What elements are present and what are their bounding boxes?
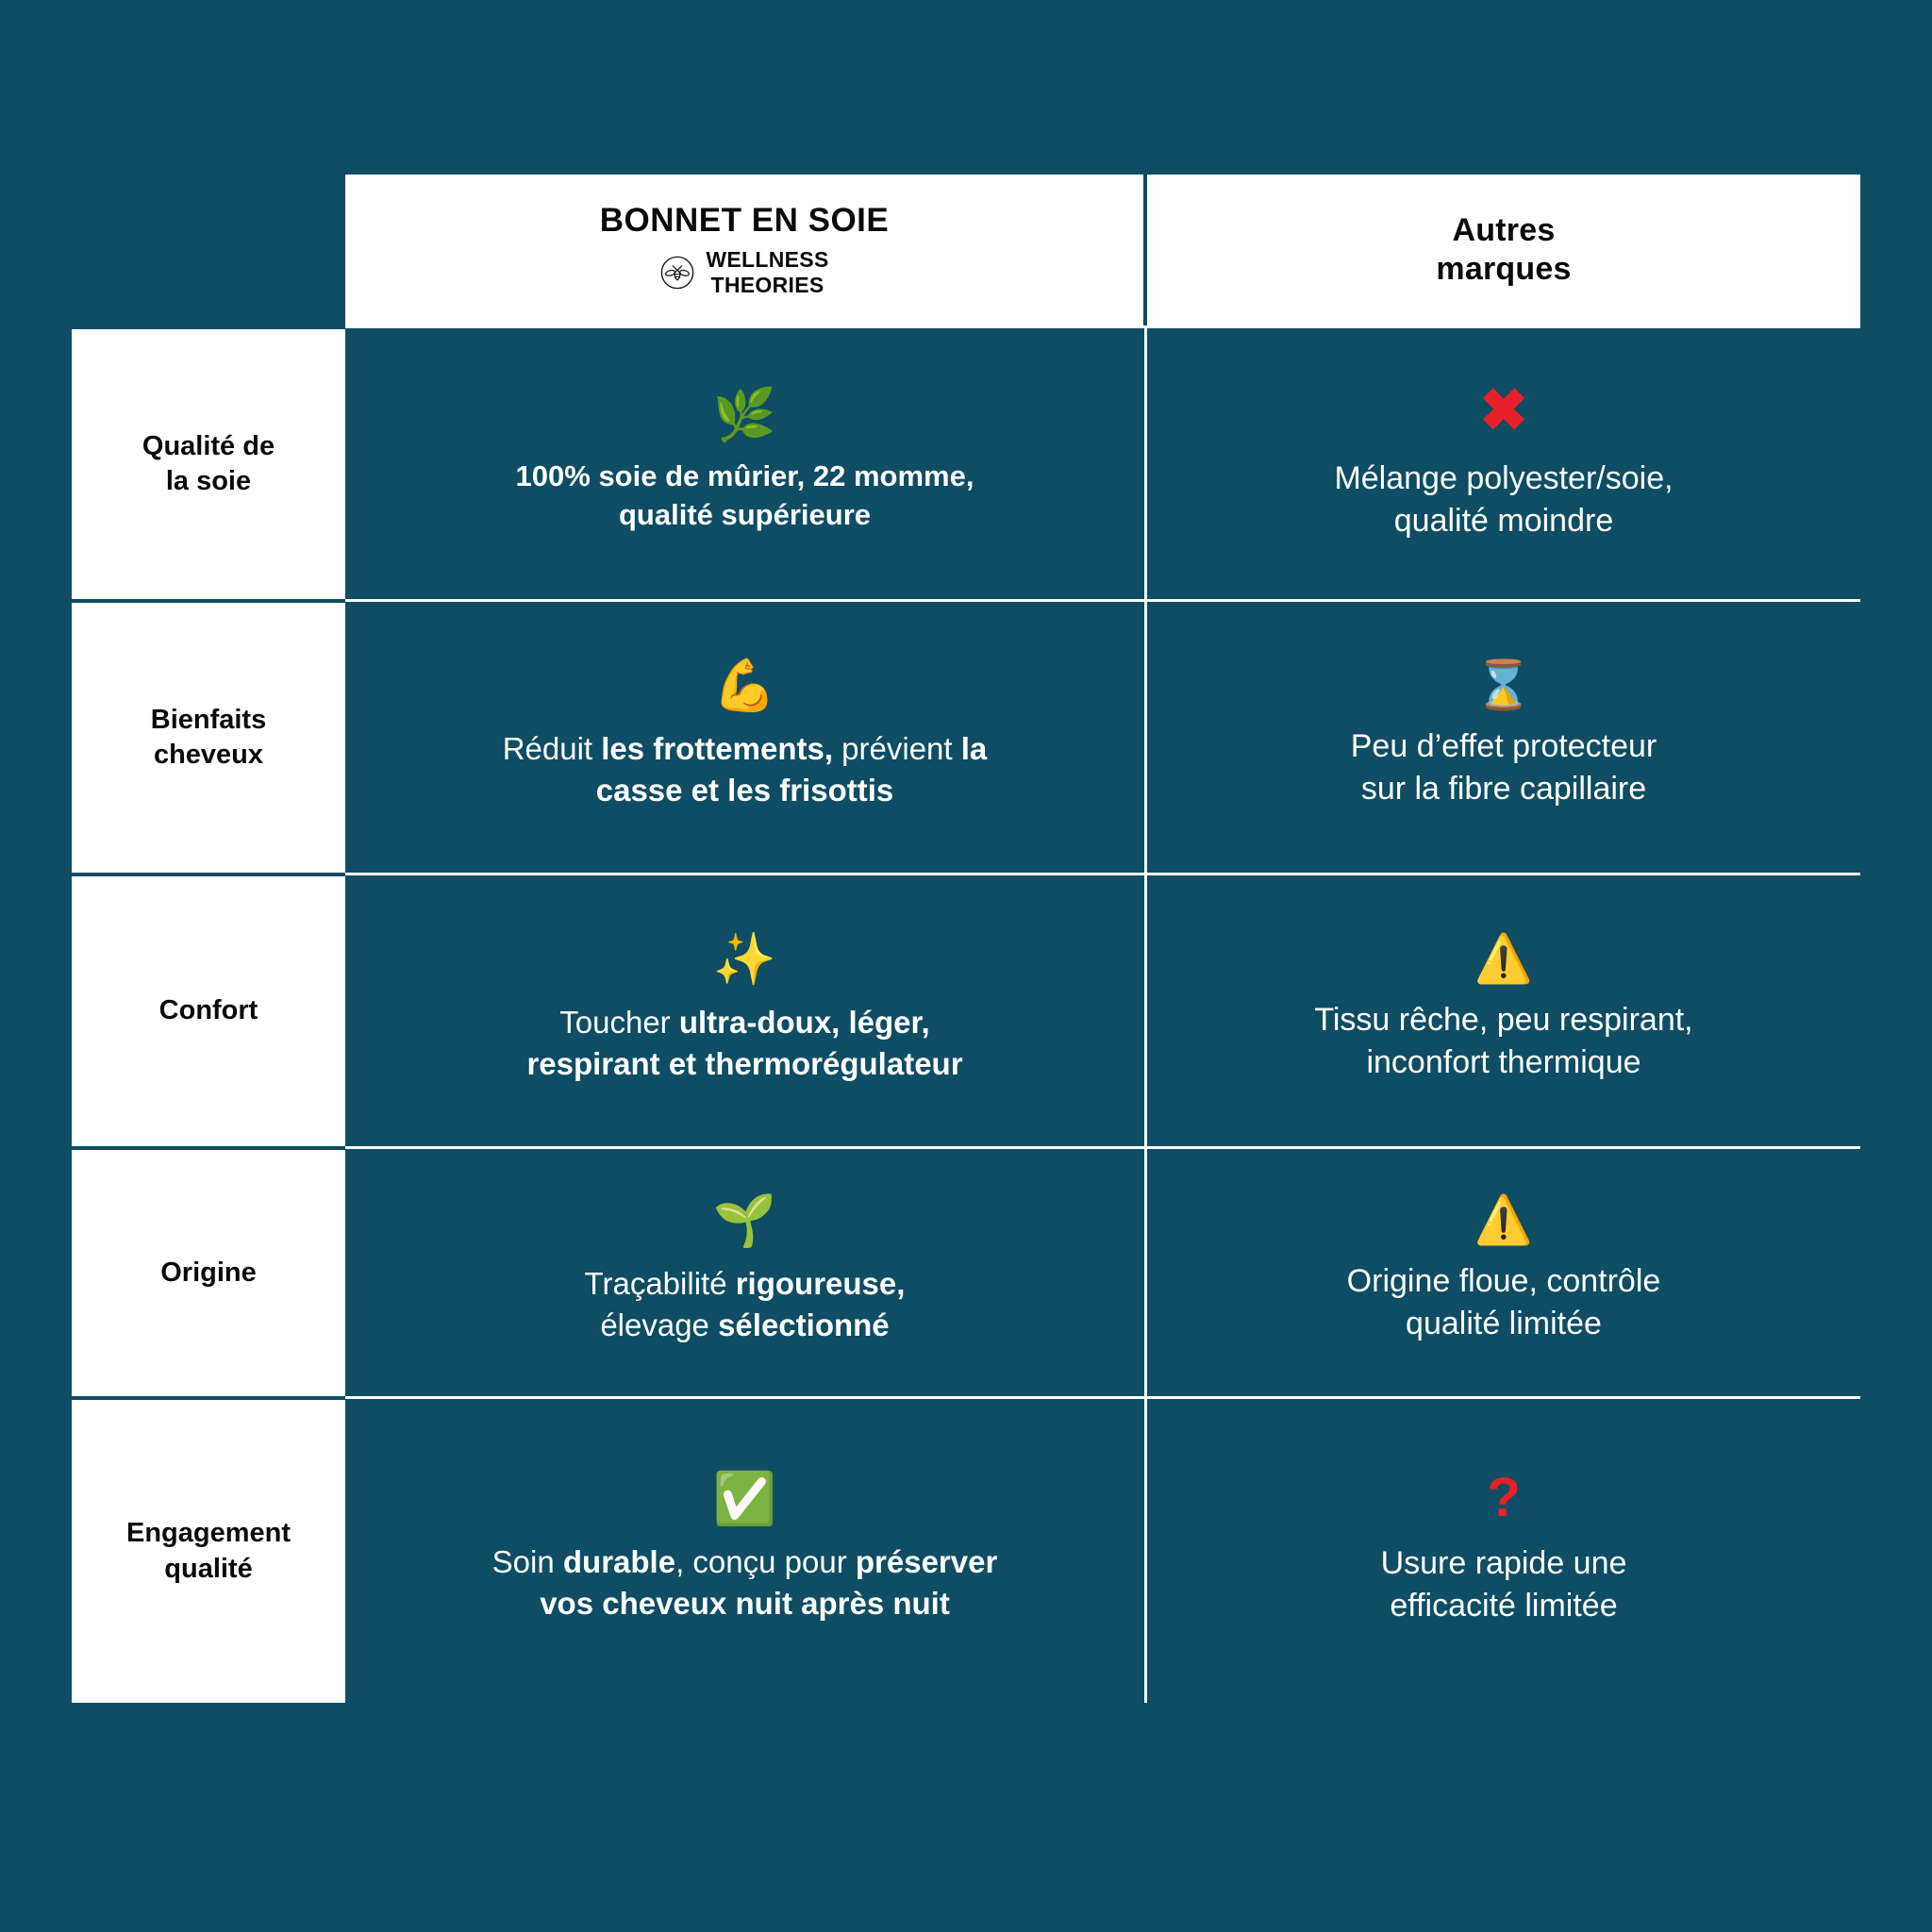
- cell-text-bold-3: vos cheveux nuit après nuit: [540, 1586, 950, 1621]
- header-corner-spacer: [72, 175, 345, 325]
- header-product-column: BONNET EN SOIE WELLNESS: [345, 175, 1147, 325]
- row-label-confort: Confort: [72, 873, 345, 1146]
- row-label-line1: Engagement: [125, 1518, 291, 1549]
- warning-sign-icon: ⚠️: [1474, 1193, 1534, 1247]
- check-mark-button-icon: ✅: [712, 1471, 777, 1528]
- cell-text-line2: inconfort thermique: [1366, 1043, 1641, 1080]
- header-competitor-title: Autres marques: [1436, 211, 1571, 290]
- cell-text-bold-2: sélectionné: [718, 1307, 890, 1342]
- cell-text-line2: qualité supérieure: [618, 497, 872, 531]
- cell-text-plain-1: Traçabilité: [584, 1266, 736, 1302]
- brand-lockup: WELLNESS THEORIES: [659, 247, 828, 298]
- cell-competitor-engagement-qualite: ? Usure rapide une efficacité limitée: [1147, 1396, 1860, 1703]
- cell-text-line1: Tissu rêche, peu respirant,: [1314, 1001, 1693, 1038]
- flexed-biceps-icon: 💪: [712, 657, 777, 714]
- row-label-qualite-soie: Qualité de la soie: [72, 325, 345, 599]
- cell-text-bold-1: les frottements,: [601, 730, 833, 766]
- brand-wordmark: WELLNESS THEORIES: [706, 247, 828, 298]
- cell-product-text: 100% soie de mûrier, 22 momme, qualité s…: [516, 458, 974, 535]
- cross-mark-icon: ✖: [1479, 377, 1528, 443]
- cell-text-line2: sur la fibre capillaire: [1360, 770, 1647, 807]
- cell-text-bold-1: rigoureuse,: [735, 1266, 906, 1302]
- herb-leaf-icon: 🌿: [712, 386, 777, 443]
- cell-competitor-qualite-soie: ✖ Mélange polyester/soie, qualité moindr…: [1147, 325, 1860, 599]
- cell-text-plain-2: élevage: [600, 1307, 719, 1342]
- question-mark-icon: ?: [1487, 1467, 1521, 1529]
- cell-product-confort: ✨ Toucher ultra-doux, léger, respirant e…: [345, 873, 1147, 1146]
- brand-word-line1: WELLNESS: [706, 246, 829, 272]
- brand-word-line2: THEORIES: [710, 273, 824, 298]
- cell-competitor-text: Mélange polyester/soie, qualité moindre: [1334, 458, 1673, 542]
- cell-text-line1: Peu d’effet protecteur: [1350, 727, 1657, 764]
- cell-text-plain-2: , conçu pour: [675, 1544, 856, 1580]
- cell-text-line1: 100% soie de mûrier, 22 momme,: [515, 458, 974, 492]
- hourglass-icon: ⌛: [1474, 658, 1534, 711]
- header-competitor-line1: Autres: [1452, 211, 1556, 248]
- cell-competitor-text: Origine floue, contrôle qualité limitée: [1347, 1260, 1661, 1345]
- cell-product-engagement-qualite: ✅ Soin durable, conçu pour préserver vos…: [345, 1396, 1147, 1703]
- cell-product-text: Toucher ultra-doux, léger, respirant et …: [526, 1002, 962, 1084]
- cell-competitor-text: Peu d’effet protecteur sur la fibre capi…: [1351, 725, 1657, 810]
- cell-text-line2: qualité moindre: [1393, 502, 1614, 539]
- cell-text-line2: efficacité limitée: [1390, 1588, 1618, 1624]
- cell-competitor-text: Tissu rêche, peu respirant, inconfort th…: [1314, 999, 1692, 1084]
- row-label-line1: Qualité de: [142, 430, 275, 461]
- cell-text-line2: qualité limitée: [1406, 1306, 1602, 1341]
- cell-text-plain-1: Toucher: [559, 1004, 679, 1040]
- cell-text-bold-3: casse et les frisottis: [595, 772, 894, 808]
- cell-text-bold-2: préserver: [855, 1544, 998, 1580]
- cell-competitor-confort: ⚠️ Tissu rêche, peu respirant, inconfort…: [1147, 873, 1860, 1146]
- cell-product-qualite-soie: 🌿 100% soie de mûrier, 22 momme, qualité…: [345, 325, 1147, 599]
- cell-text-plain-1: Soin: [491, 1544, 563, 1580]
- row-label-bienfaits-cheveux: Bienfaits cheveux: [72, 599, 345, 873]
- cell-text-bold-2: respirant et thermorégulateur: [526, 1045, 963, 1081]
- cell-product-origine: 🌱 Traçabilité rigoureuse, élevage sélect…: [345, 1146, 1147, 1396]
- row-label-engagement-qualite: Engagement qualité: [72, 1396, 345, 1703]
- cell-text-line1: Mélange polyester/soie,: [1334, 459, 1674, 496]
- cell-text-line1: Usure rapide une: [1380, 1545, 1627, 1582]
- row-label-line2: cheveux: [153, 740, 264, 770]
- cell-product-text: Soin durable, conçu pour préserver vos c…: [492, 1541, 998, 1624]
- header-competitor-line2: marques: [1436, 251, 1572, 287]
- bee-circle-logo-icon: [659, 255, 695, 291]
- row-label-line1: Origine: [160, 1257, 257, 1288]
- cell-product-text: Réduit les frottements, prévient la cass…: [503, 728, 988, 810]
- cell-product-text: Traçabilité rigoureuse, élevage sélectio…: [585, 1263, 906, 1345]
- cell-text-bold-1: durable: [562, 1544, 676, 1580]
- sparkles-icon: ✨: [712, 930, 777, 988]
- cell-competitor-origine: ⚠️ Origine floue, contrôle qualité limit…: [1147, 1146, 1860, 1396]
- cell-text-plain-2: prévient: [833, 730, 961, 766]
- row-label-line2: la soie: [165, 466, 252, 496]
- cell-text-bold-2: la: [960, 730, 988, 766]
- warning-sign-icon: ⚠️: [1474, 931, 1534, 985]
- header-product-title: BONNET EN SOIE: [599, 201, 890, 239]
- cell-competitor-text: Usure rapide une efficacité limitée: [1381, 1542, 1627, 1627]
- cell-text-plain-1: Réduit: [502, 730, 602, 766]
- cell-product-bienfaits-cheveux: 💪 Réduit les frottements, prévient la ca…: [345, 599, 1147, 873]
- header-competitor-column: Autres marques: [1147, 175, 1860, 325]
- row-label-origine: Origine: [72, 1146, 345, 1396]
- comparison-table: BONNET EN SOIE WELLNESS: [72, 175, 1860, 1703]
- row-label-line1: Bienfaits: [150, 704, 267, 735]
- row-label-line1: Confort: [158, 995, 258, 1026]
- row-label-line2: qualité: [164, 1553, 253, 1584]
- cell-competitor-bienfaits-cheveux: ⌛ Peu d’effet protecteur sur la fibre ca…: [1147, 599, 1860, 873]
- cell-text-bold-1: ultra-doux, léger,: [678, 1004, 930, 1040]
- seedling-icon: 🌱: [712, 1192, 777, 1250]
- cell-text-line1: Origine floue, contrôle: [1346, 1263, 1661, 1300]
